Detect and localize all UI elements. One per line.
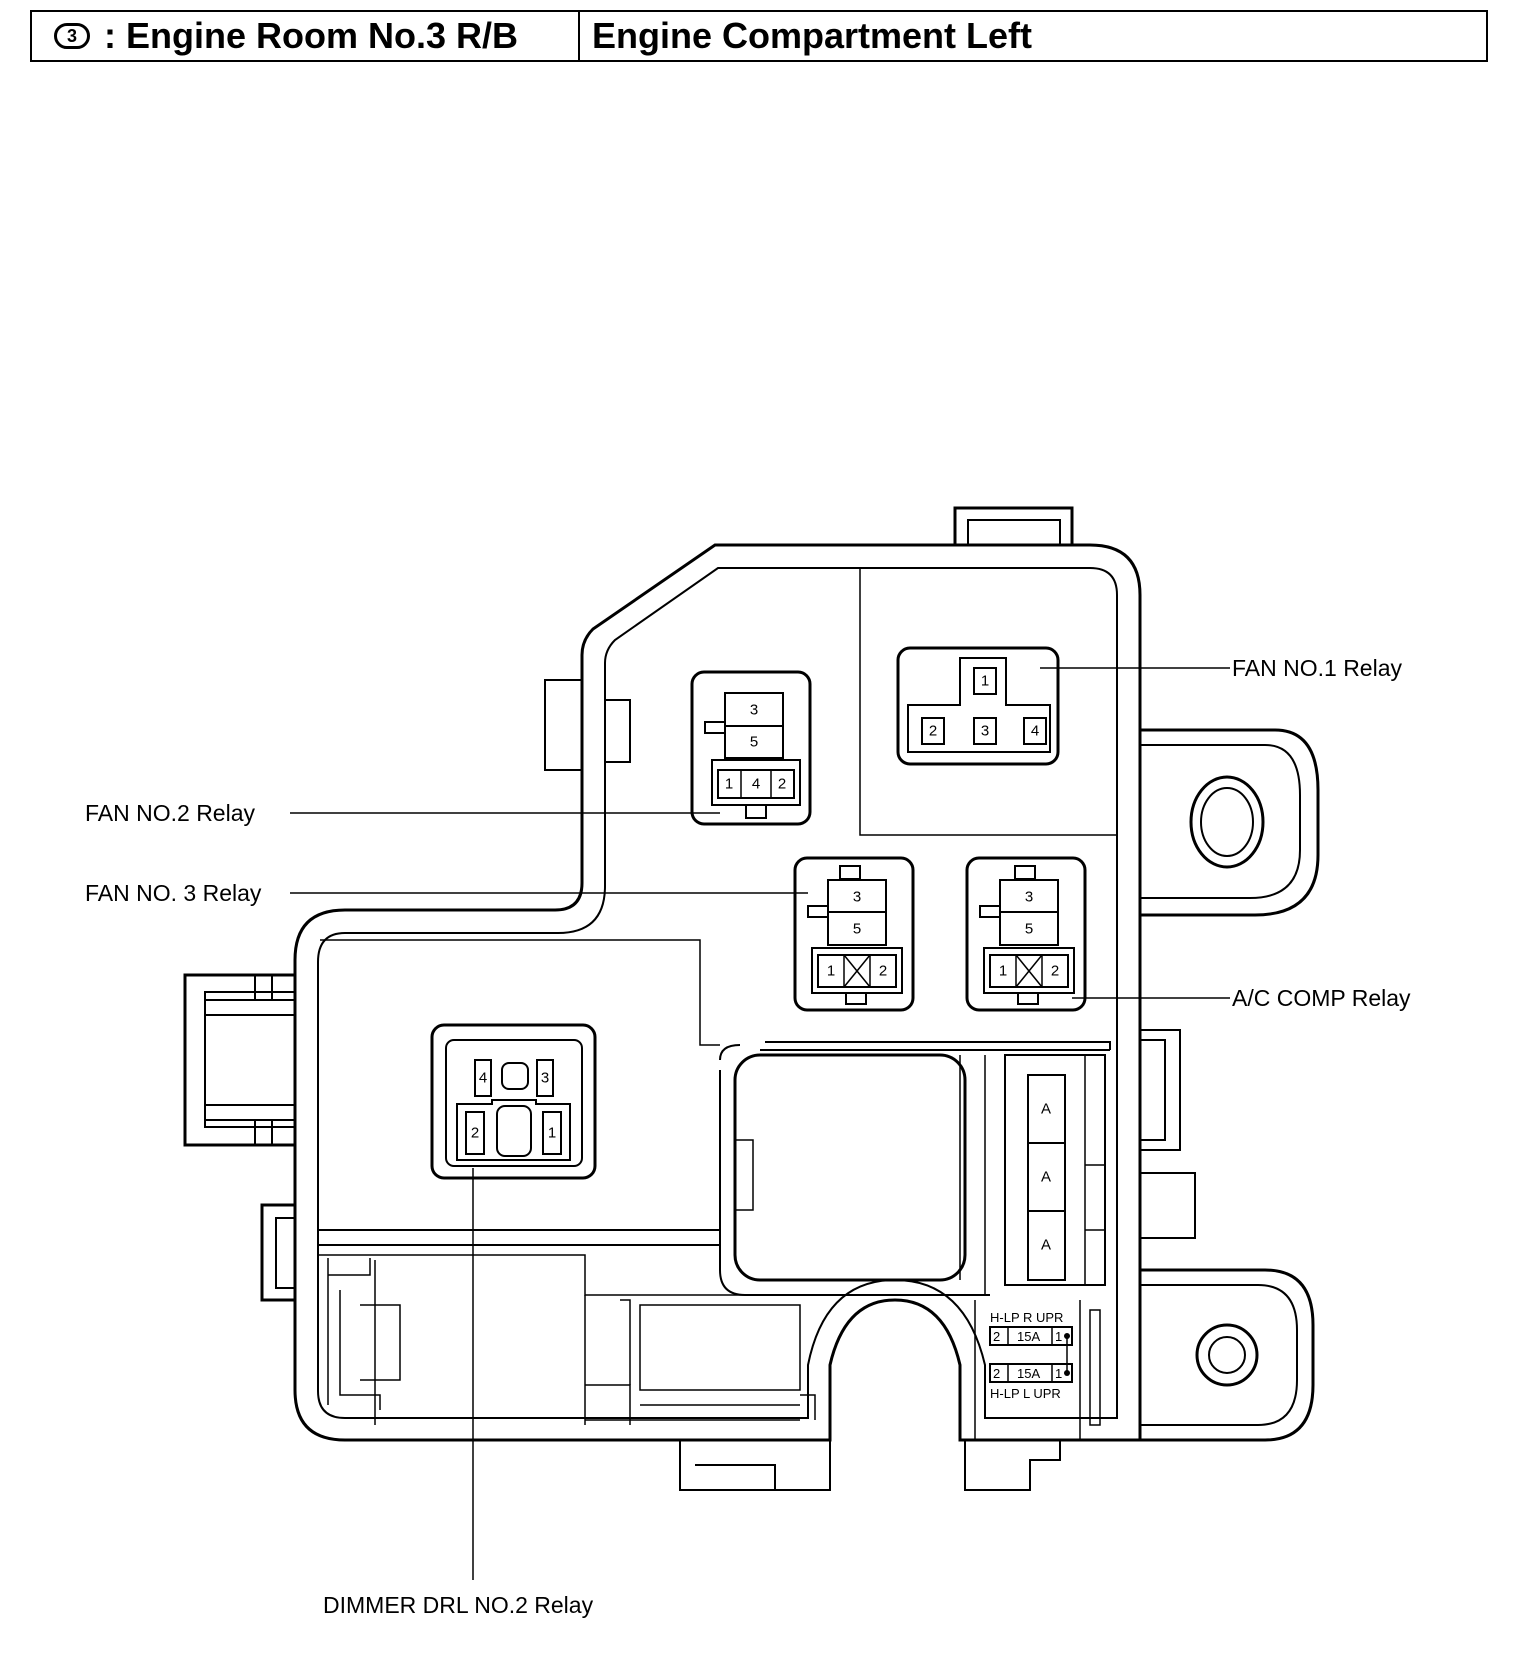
- label-ac-comp-relay: A/C COMP Relay: [1232, 985, 1411, 1011]
- fuse-a-label-3: A: [1041, 1237, 1051, 1254]
- fan1-pin-1: 1: [981, 673, 989, 690]
- hlp-r-pin-1: 1: [1055, 1329, 1062, 1344]
- dimmer-relay-socket: 4 3 2 1: [430, 1023, 597, 1180]
- circled-number-badge: 3: [54, 23, 90, 49]
- header-left-title: : Engine Room No.3 R/B: [104, 15, 518, 56]
- fuse-block-a: A A A: [1027, 1074, 1066, 1281]
- hlp-r-rating: 15A: [1017, 1329, 1040, 1344]
- ac-pin-2: 2: [1051, 963, 1059, 980]
- fan3-pin-5: 5: [853, 921, 861, 938]
- hlp-r-upr-label: H-LP R UPR: [990, 1310, 1063, 1325]
- label-dimmer-drl-relay: DIMMER DRL NO.2 Relay: [323, 1592, 594, 1618]
- ac-pin-3: 3: [1025, 889, 1033, 906]
- hlp-r-pin-2: 2: [993, 1329, 1000, 1344]
- fan2-relay-socket: 3 5 1 4 2: [690, 670, 812, 826]
- fan1-pin-4: 4: [1031, 723, 1039, 740]
- inner-partitions: [318, 568, 1117, 1440]
- fan2-pin-5: 5: [750, 734, 758, 751]
- fan1-pin-2: 2: [929, 723, 937, 740]
- label-fan2-relay: FAN NO.2 Relay: [85, 800, 255, 826]
- fan3-pin-1: 1: [827, 963, 835, 980]
- housing-outline: [183, 506, 1320, 1491]
- fan2-pin-2: 2: [778, 776, 786, 793]
- fan1-pin-3: 3: [981, 723, 989, 740]
- label-fan1-relay: FAN NO.1 Relay: [1232, 655, 1402, 681]
- dimmer-pin-2: 2: [471, 1125, 479, 1142]
- fan1-relay-socket: 1 2 3 4: [896, 646, 1060, 766]
- fan2-pin-4: 4: [752, 776, 760, 793]
- hlp-l-upr-label: H-LP L UPR: [990, 1386, 1061, 1401]
- leader-lines: [290, 667, 1230, 1580]
- fan2-pin-3: 3: [750, 702, 758, 719]
- headlamp-fuses: H-LP R UPR 2 15A 1 2 15A 1 H-LP L UPR: [989, 1310, 1073, 1401]
- fan2-pin-1: 1: [725, 776, 733, 793]
- dimmer-pin-1: 1: [548, 1125, 556, 1142]
- dimmer-pin-3: 3: [541, 1070, 549, 1087]
- label-fan3-relay: FAN NO. 3 Relay: [85, 880, 262, 906]
- dimmer-pin-4: 4: [479, 1070, 487, 1087]
- hlp-l-pin-2: 2: [993, 1366, 1000, 1381]
- fan3-pin-3: 3: [853, 889, 861, 906]
- ac-pin-5: 5: [1025, 921, 1033, 938]
- hlp-l-rating: 15A: [1017, 1366, 1040, 1381]
- header-left-cell: 3 : Engine Room No.3 R/B: [32, 12, 580, 60]
- fuse-a-label-2: A: [1041, 1169, 1051, 1186]
- fan3-pin-2: 2: [879, 963, 887, 980]
- diagram-header: 3 : Engine Room No.3 R/B Engine Compartm…: [30, 10, 1488, 62]
- fan3-relay-socket: 3 5 1 2: [793, 856, 915, 1012]
- ac-comp-relay-socket: 3 5 1 2: [965, 856, 1087, 1012]
- fuse-a-label-1: A: [1041, 1101, 1051, 1118]
- header-right-title: Engine Compartment Left: [592, 15, 1033, 56]
- ac-pin-1: 1: [999, 963, 1007, 980]
- hlp-l-pin-1: 1: [1055, 1366, 1062, 1381]
